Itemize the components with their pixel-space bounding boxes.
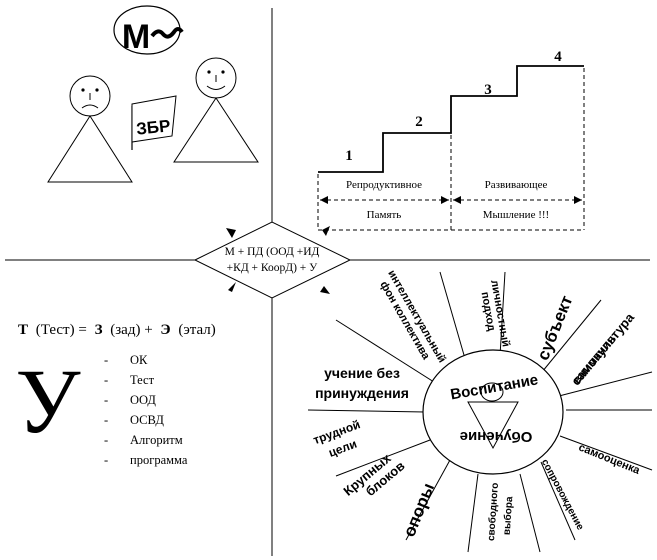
sad-eye-left (81, 88, 85, 92)
list-item: программа (130, 453, 188, 467)
sad-body (47, 115, 133, 183)
bullet-list: - ОК - Тест - ООД - ОСВД - Алгоритм - пр… (104, 353, 188, 467)
ray-vnimaniya: внимания (570, 332, 619, 386)
center-diamond (193, 221, 352, 299)
arrow-nw (226, 228, 236, 238)
step-3: 3 (484, 82, 492, 98)
happy-body (173, 97, 259, 163)
speech-letter: М (122, 18, 150, 56)
sad-mouth (81, 104, 99, 109)
label-thinking: Мышление !!! (483, 209, 549, 221)
ray-uchenie2: принуждения (315, 385, 409, 401)
list-item: ООД (130, 393, 156, 407)
ray (519, 473, 541, 553)
bullet-dash: - (104, 373, 108, 387)
ray-soprovozhdenie: сопровождение (539, 458, 586, 533)
inner-head (480, 382, 504, 402)
formula-E: Э (160, 322, 170, 338)
ray (439, 271, 467, 363)
sad-eye-right (95, 88, 99, 92)
formula-line2: +КД + КоорД) + У (227, 262, 318, 274)
arrow-se (320, 286, 330, 294)
list-item: Алгоритм (130, 433, 183, 447)
ray (335, 319, 435, 383)
arrowhead-l2 (441, 196, 449, 204)
arrow-ne (322, 226, 330, 236)
arrowhead-r2 (574, 196, 582, 204)
speech-squiggle-icon (150, 27, 184, 39)
happy-eye-left (207, 70, 211, 74)
ray (499, 271, 506, 357)
big-letter-U: У (15, 350, 81, 452)
formula-T: Т (18, 322, 28, 338)
step-1: 1 (345, 148, 353, 164)
test-formula: Т (Тест) = З (зад) + Э (этал) (18, 322, 216, 338)
bullet-dash: - (104, 353, 108, 367)
ray (541, 299, 602, 373)
bullet-dash: - (104, 413, 108, 427)
ray (467, 473, 479, 553)
formula-line1: М + ПД (ООД +ИД (225, 246, 320, 258)
step-4: 4 (554, 49, 562, 65)
formula-test-word: (Тест) = (36, 322, 87, 338)
arrow-sw (228, 282, 236, 292)
bullet-dash: - (104, 453, 108, 467)
formula-etal: (этал) (178, 322, 215, 338)
ray (307, 409, 426, 413)
bullet-dash: - (104, 433, 108, 447)
flag-text: ЗБР (135, 116, 171, 138)
ray-svobodnogo: свободного (485, 482, 501, 541)
list-item: Тест (130, 373, 155, 387)
ray-subekt: субъект (533, 293, 576, 363)
ray-vybora: выбора (501, 496, 516, 536)
bullet-dash: - (104, 393, 108, 407)
ray-opory: опоры (400, 480, 439, 539)
arrowhead-r1 (453, 196, 461, 204)
staircase (318, 65, 584, 173)
ray (558, 371, 653, 397)
formula-Z: З (95, 322, 103, 338)
ray-uchenie1: учение без (324, 365, 400, 381)
happy-eye-right (221, 70, 225, 74)
sun-rays (307, 271, 653, 553)
flag-cloth (131, 95, 177, 143)
list-item: ОСВД (130, 413, 164, 427)
label-memory: Память (367, 209, 402, 221)
ray (540, 461, 576, 541)
list-item: ОК (130, 353, 148, 367)
inner-triangle (467, 401, 519, 450)
formula-zad: (зад) + (110, 322, 152, 338)
ray (335, 439, 431, 477)
ray (405, 459, 451, 541)
label-reproductive: Репродуктивное (346, 179, 422, 191)
ray-samoocenka: самооценка (577, 441, 643, 477)
circle-bottom-word: Обучение (460, 428, 533, 445)
ray (559, 435, 653, 471)
label-developing: Развивающее (485, 179, 548, 191)
step-2: 2 (415, 114, 423, 130)
arrowhead-l1 (320, 196, 328, 204)
happy-mouth (206, 85, 226, 90)
